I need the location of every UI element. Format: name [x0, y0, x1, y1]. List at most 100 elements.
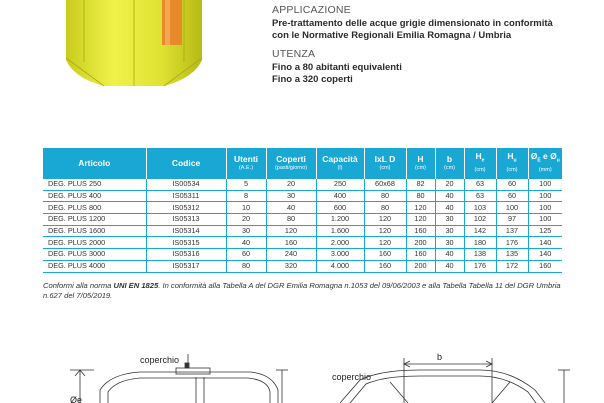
table-cell: 30: [435, 236, 465, 250]
tank-image: [65, 0, 203, 87]
info-block: APPLICAZIONE Pre-trattamento delle acque…: [272, 4, 592, 85]
table-cell: DEG. PLUS 1600: [43, 225, 147, 238]
table-cell: 180: [464, 236, 497, 250]
table-cell: DEG. PLUS 250: [43, 179, 147, 191]
table-cell: 120: [266, 225, 317, 238]
table-cell: 63: [464, 190, 497, 203]
table-cell: 160: [528, 260, 562, 273]
table-cell: 176: [464, 260, 497, 273]
table-cell: 138: [464, 248, 497, 261]
table-cell: 160: [406, 225, 436, 238]
table-header-row: Articolo Codice Utenti(A.E.) Coperti(pas…: [43, 148, 562, 179]
table-cell: 40: [435, 248, 465, 261]
table-cell: 60: [226, 248, 267, 261]
table-cell: DEG. PLUS 3000: [43, 248, 147, 261]
col-coperti: Coperti(pasti/giorno): [266, 148, 317, 179]
table-cell: DEG. PLUS 400: [43, 190, 147, 203]
table-cell: 30: [435, 213, 465, 226]
col-h: H(cm): [406, 148, 436, 179]
table-cell: 120: [406, 213, 436, 226]
table-cell: IS05317: [146, 260, 227, 273]
usage-text-line-1: Fino a 80 abitanti equivalenti: [272, 62, 402, 73]
table-cell: 4.000: [316, 260, 365, 273]
table-cell: 102: [464, 213, 497, 226]
right-drawing: [339, 358, 570, 403]
table-cell: 160: [266, 236, 317, 250]
table-cell: 20: [435, 179, 465, 191]
table-cell: 5: [226, 179, 267, 191]
right-b-label: b: [437, 352, 442, 362]
right-cover-label: coperchio: [332, 372, 371, 382]
table-cell: 142: [464, 225, 497, 238]
table-cell: 40: [435, 190, 465, 203]
application-heading: APPLICAZIONE: [272, 4, 351, 16]
table-cell: DEG. PLUS 1200: [43, 213, 147, 226]
application-text-line-1: Pre-trattamento delle acque grigie dimen…: [272, 18, 553, 29]
table-cell: 30: [266, 190, 317, 203]
table-cell: 140: [528, 236, 562, 250]
table-cell: 60: [496, 190, 529, 203]
table-cell: IS05313: [146, 213, 227, 226]
table-cell: 80: [406, 190, 436, 203]
table-cell: 120: [364, 225, 407, 238]
table-cell: 60x68: [364, 179, 407, 191]
table-cell: 160: [364, 260, 407, 273]
table-cell: 100: [496, 201, 529, 215]
compliance-note: Conformi alla norma UNI EN 1825. In conf…: [43, 281, 561, 300]
left-drawing: [70, 354, 288, 403]
table-cell: 20: [266, 179, 317, 191]
table-cell: 120: [364, 236, 407, 250]
col-capacita: Capacità(l): [316, 148, 365, 179]
application-text-line-2: con le Normative Regionali Emilia Romagn…: [272, 29, 512, 41]
table-cell: 100: [528, 201, 562, 215]
usage-heading: UTENZA: [272, 48, 316, 60]
table-cell: 63: [464, 179, 497, 191]
table-cell: 3.000: [316, 248, 365, 261]
table-cell: 80: [364, 190, 407, 203]
table-cell: 176: [496, 236, 529, 250]
col-b: b(cm): [435, 148, 465, 179]
col-ixl: IxL D(cm): [364, 148, 407, 179]
col-hu: Hu(cm): [496, 148, 529, 179]
norm-reference: UNI EN 1825: [113, 281, 159, 290]
col-diam: ØE e Øu(mm): [528, 148, 562, 179]
left-cover-label: coperchio: [140, 355, 179, 365]
table-cell: 100: [528, 190, 562, 203]
table-cell: 320: [266, 260, 317, 273]
table-cell: 1.200: [316, 213, 365, 226]
table-cell: 80: [364, 201, 407, 215]
table-cell: 125: [528, 225, 562, 238]
usage-text-line-2: Fino a 320 coperti: [272, 73, 353, 85]
table-cell: 140: [528, 248, 562, 261]
table-cell: 40: [266, 201, 317, 215]
table-cell: 80: [266, 213, 317, 226]
table-cell: 40: [435, 201, 465, 215]
col-articolo: Articolo: [43, 148, 147, 179]
table-cell: 60: [496, 179, 529, 191]
table-cell: 137: [496, 225, 529, 238]
table-cell: 103: [464, 201, 497, 215]
table-cell: 2.000: [316, 236, 365, 250]
table-cell: 160: [406, 248, 436, 261]
table-cell: 82: [406, 179, 436, 191]
table-cell: DEG. PLUS 2000: [43, 236, 147, 250]
table-cell: IS05316: [146, 248, 227, 261]
spec-table: Articolo Codice Utenti(A.E.) Coperti(pas…: [43, 148, 562, 273]
table-cell: 172: [496, 260, 529, 273]
table-cell: DEG. PLUS 4000: [43, 260, 147, 273]
col-he: He(cm): [464, 148, 497, 179]
table-cell: IS05315: [146, 236, 227, 250]
table-cell: 100: [528, 213, 562, 226]
table-cell: 100: [528, 179, 562, 191]
col-codice: Codice: [146, 148, 227, 179]
table-cell: 400: [316, 190, 365, 203]
table-cell: 200: [406, 236, 436, 250]
